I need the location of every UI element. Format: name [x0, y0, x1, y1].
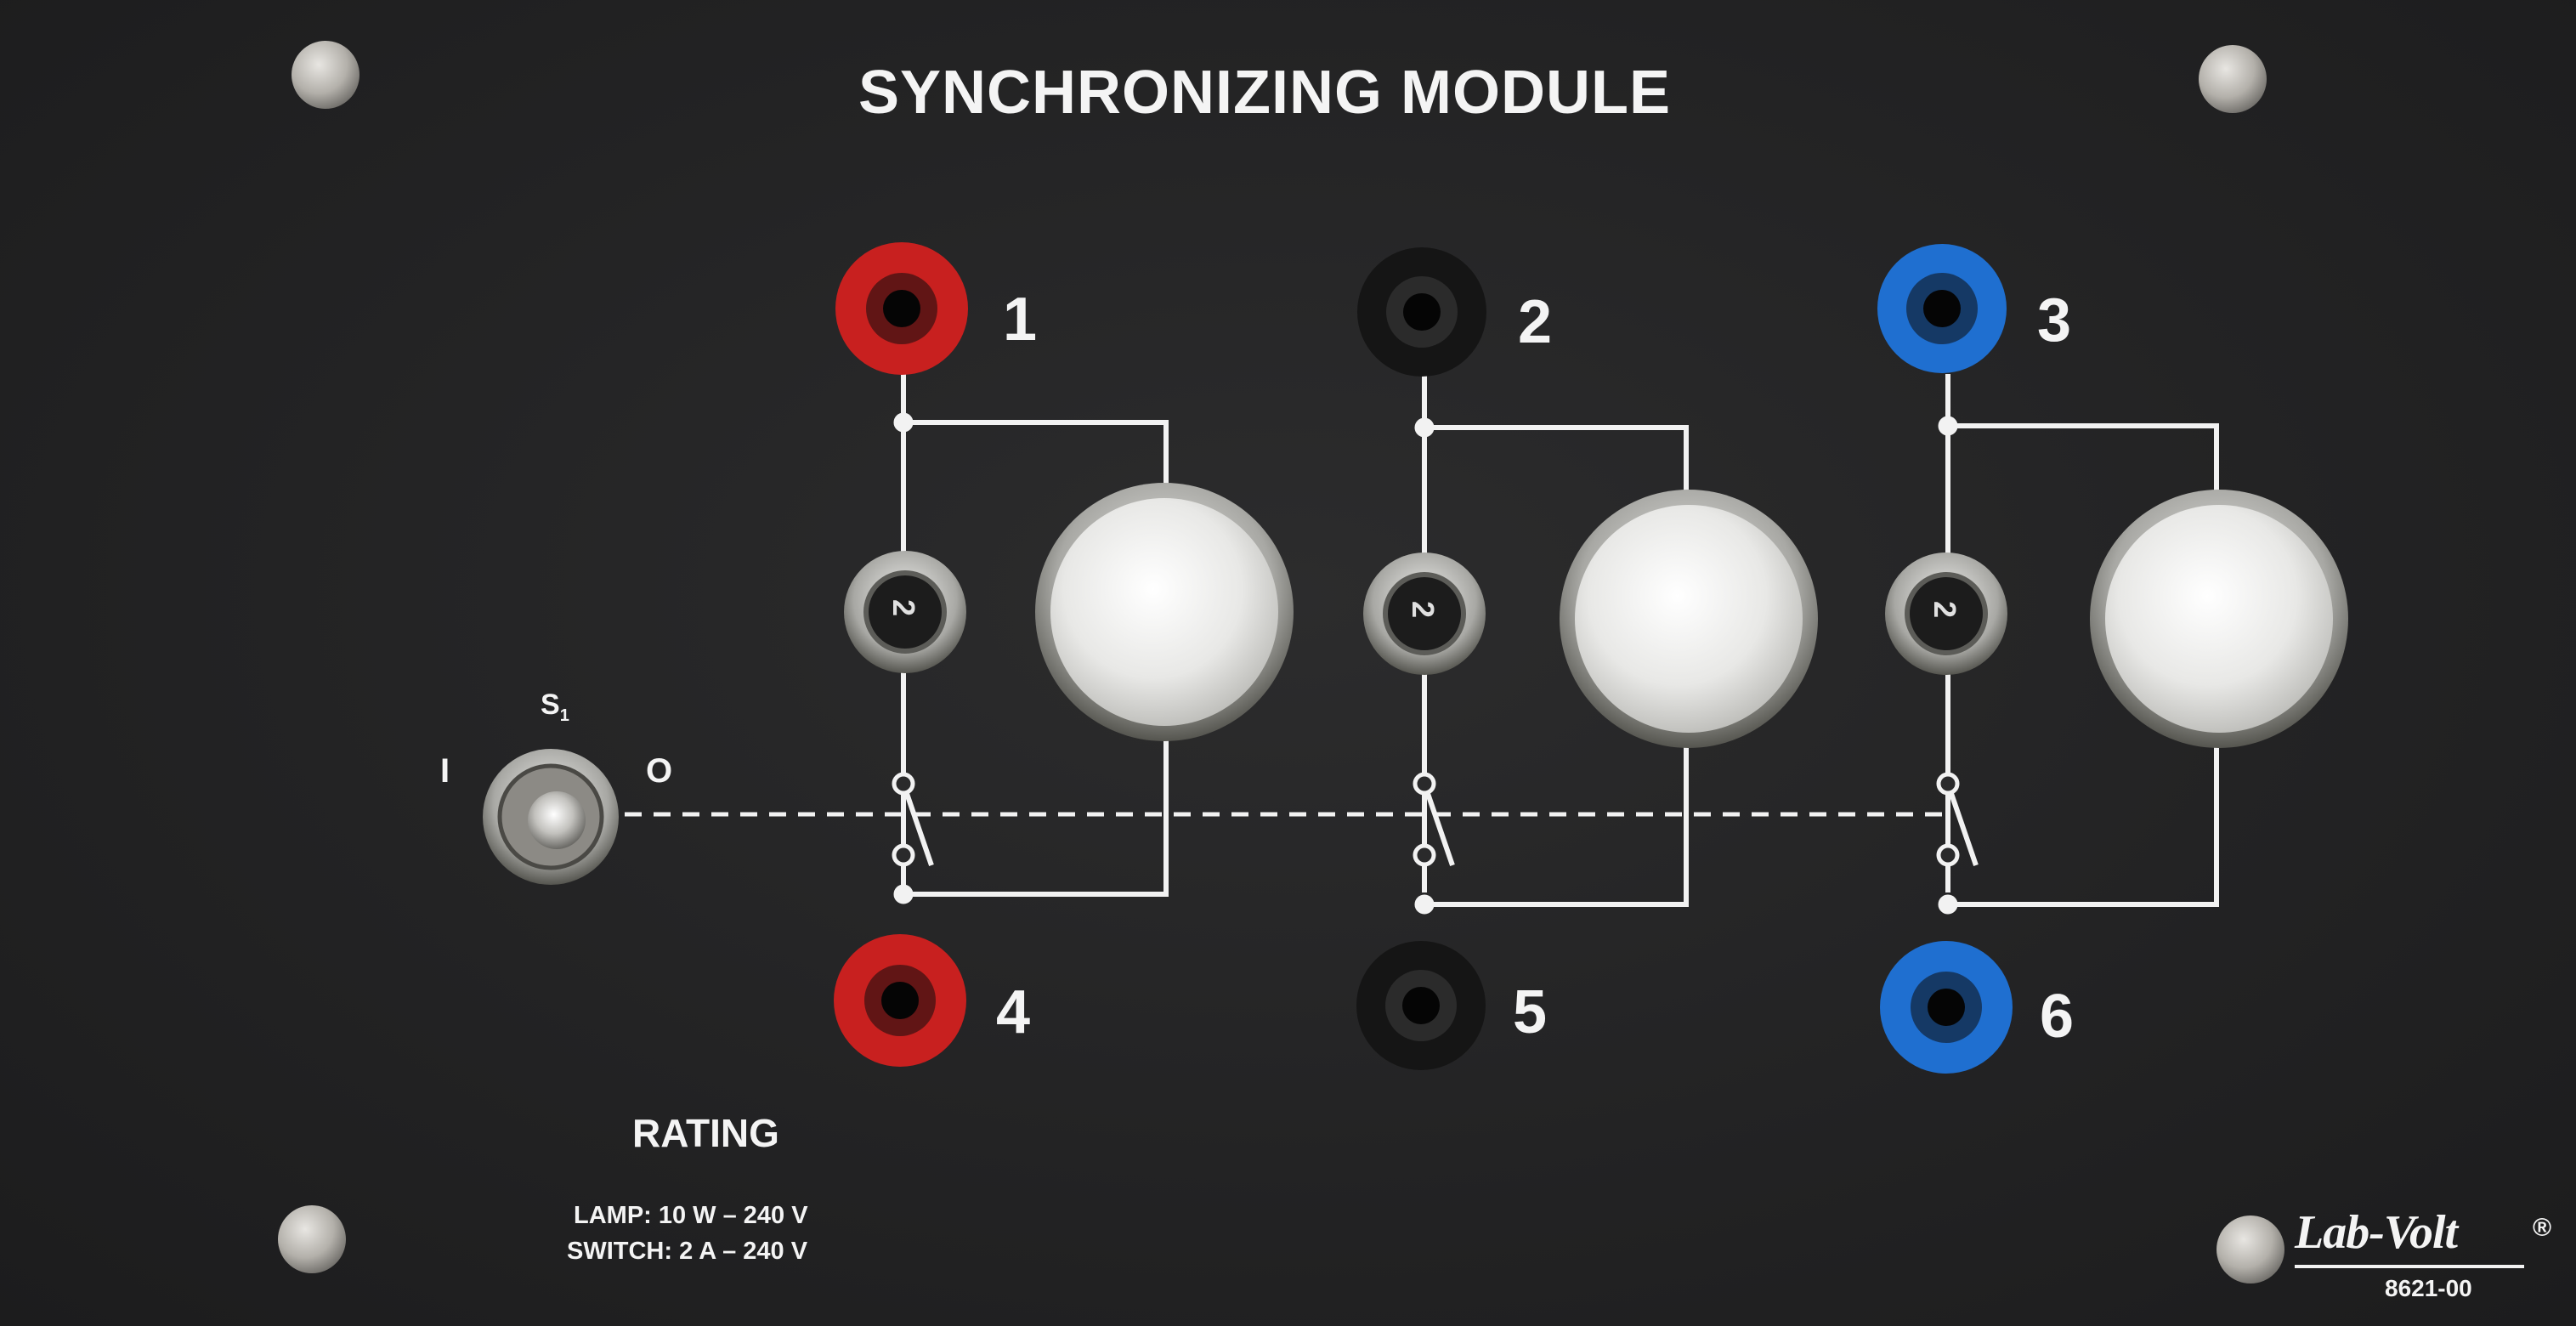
terminal-3-jack[interactable]	[1877, 244, 2007, 373]
terminal-1-jack[interactable]	[835, 242, 968, 375]
screw-bottom-left	[278, 1205, 346, 1273]
brand-logo: Lab-Volt	[2295, 1206, 2458, 1259]
model-number: 8621-00	[2385, 1275, 2472, 1301]
screw-bottom-right	[2216, 1216, 2284, 1284]
lamp-1	[1035, 483, 1294, 741]
terminal-label-3: 3	[2037, 286, 2072, 354]
terminal-label-5: 5	[1513, 978, 1548, 1046]
switch-name-letter: S	[541, 688, 560, 721]
terminal-6-jack[interactable]	[1880, 941, 2013, 1074]
lamp-3	[2090, 490, 2348, 748]
switch-off-label: O	[646, 752, 673, 790]
terminal-label-2: 2	[1518, 288, 1553, 356]
terminal-label-6: 6	[2040, 983, 2075, 1051]
rating-switch: SWITCH: 2 A – 240 V	[567, 1238, 808, 1265]
terminal-5-jack[interactable]	[1356, 941, 1486, 1070]
fuse-label-2: 2	[1406, 601, 1441, 618]
lamp-2	[1560, 490, 1818, 748]
fuse-label-3: 2	[1928, 601, 1962, 618]
switch-on-label: I	[440, 752, 450, 790]
page-title: SYNCHRONIZING MODULE	[858, 59, 1671, 127]
fuse-holder-3[interactable]: 2	[1885, 552, 2007, 675]
screw-top-left	[292, 41, 360, 109]
fuse-holder-2[interactable]: 2	[1363, 552, 1486, 675]
rating-lamp: LAMP: 10 W – 240 V	[574, 1202, 808, 1229]
brand-registered-mark: ®	[2533, 1214, 2552, 1242]
terminal-label-4: 4	[996, 978, 1031, 1046]
screw-top-right	[2199, 45, 2267, 113]
terminal-2-jack[interactable]	[1357, 247, 1486, 377]
fuse-label-1: 2	[886, 599, 921, 616]
terminal-4-jack[interactable]	[834, 934, 966, 1067]
rating-heading: RATING	[632, 1111, 779, 1155]
terminal-label-1: 1	[1003, 286, 1038, 354]
circuit-lines	[901, 374, 2219, 907]
toggle-switch-s1[interactable]	[483, 749, 619, 885]
switch-name-subscript: 1	[559, 706, 569, 725]
fuse-holder-1[interactable]: 2	[844, 551, 966, 673]
switch-label: S1	[541, 688, 569, 726]
circuit-nodes	[892, 412, 1960, 915]
